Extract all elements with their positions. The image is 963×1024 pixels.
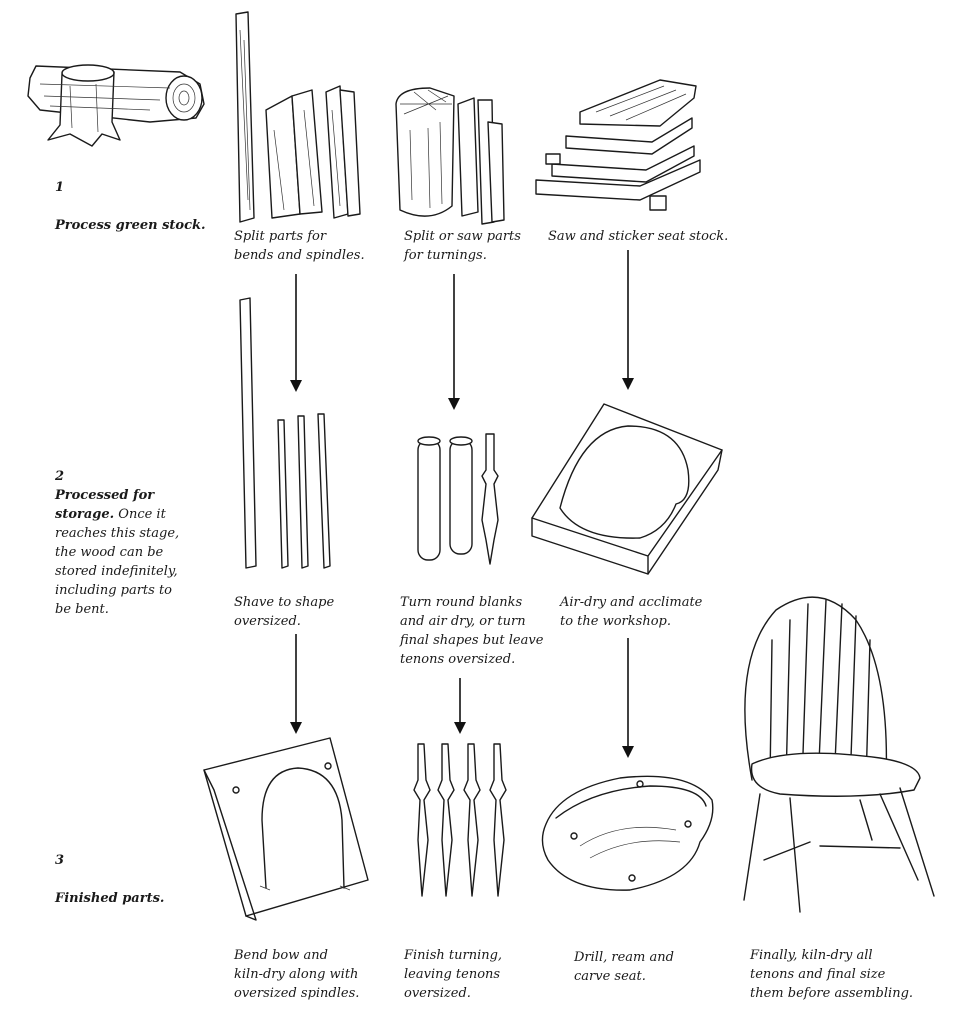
split-turning-blocks-illustration: [395, 87, 505, 225]
caption-air-dry: Air-dry and acclimate to the workshop.: [560, 595, 703, 629]
seat-blank-illustration: [531, 403, 723, 575]
stage-2-body: Once it reaches this stage, the wood can…: [55, 507, 180, 617]
caption-split-turnings: Split or saw parts for turnings.: [404, 229, 521, 263]
stage-2-title: Processed for storage.: [55, 488, 155, 522]
bending-form-illustration: [203, 737, 369, 921]
caption-finish-turning: Finish turning, leaving tenons oversized…: [404, 948, 503, 1001]
caption-shave: Shave to shape oversized.: [234, 595, 335, 629]
carved-seat-illustration: [541, 775, 714, 891]
stage-2-number: 2: [55, 469, 65, 484]
stage-3-title: Finished parts.: [55, 891, 165, 906]
arrows-row1: [290, 250, 634, 410]
windsor-chair-illustration: [743, 596, 935, 913]
spindles-shaved-illustration: [239, 297, 331, 569]
stage-3-label: 3 Finished parts.: [55, 832, 215, 908]
turned-blanks-illustration: [417, 433, 499, 565]
log-stump-illustration: [27, 64, 205, 147]
split-parts-illustration: [235, 11, 361, 223]
caption-bend-bow: Bend bow and kiln-dry along with oversiz…: [234, 948, 360, 1001]
caption-saw-seat: Saw and sticker seat stock.: [548, 229, 729, 244]
caption-final: Finally, kiln-dry all tenons and final s…: [750, 948, 914, 1001]
finished-turnings-illustration: [413, 743, 507, 897]
caption-drill-seat: Drill, ream and carve seat.: [574, 950, 674, 984]
caption-turn-blanks: Turn round blanks and air dry, or turn f…: [400, 595, 544, 667]
stickered-boards-illustration: [535, 79, 701, 211]
stage-1-title: Process green stock.: [55, 218, 206, 233]
arrows-row2: [290, 634, 634, 758]
caption-split-bends: Split parts for bends and spindles.: [234, 229, 365, 263]
stage-3-number: 3: [55, 853, 65, 868]
stage-1-number: 1: [55, 180, 65, 195]
stage-1-label: 1 Process green stock.: [55, 159, 215, 235]
